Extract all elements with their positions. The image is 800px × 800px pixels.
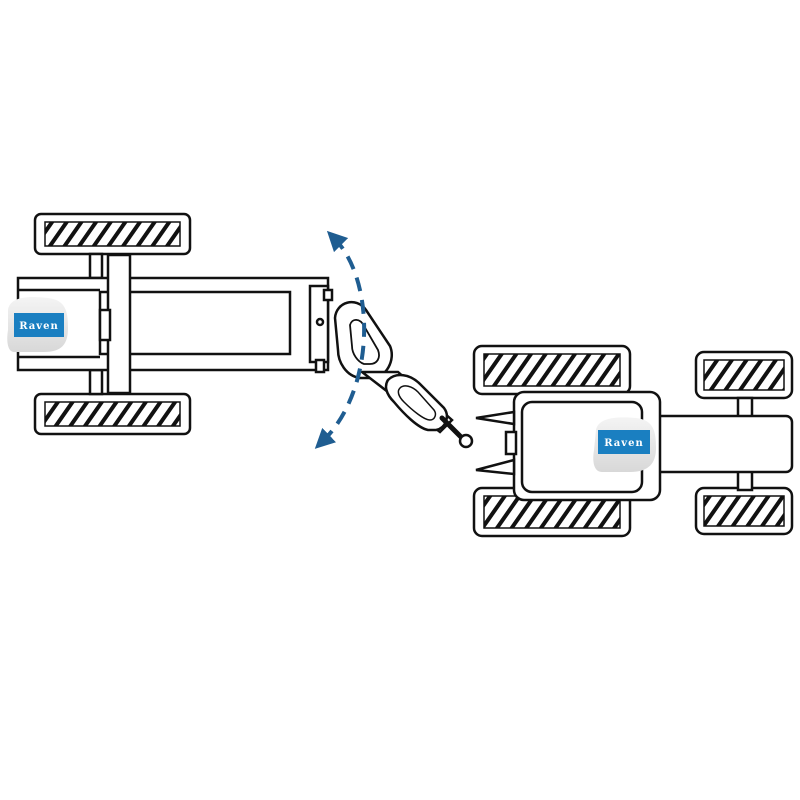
tractor-receiver-badge xyxy=(598,430,650,454)
tractor-hitch-spike-bottom xyxy=(475,458,516,476)
tractor-receiver-brand: Raven xyxy=(604,438,643,449)
implement-wheel-top xyxy=(33,212,192,256)
implement-receiver-brand: Raven xyxy=(19,321,58,332)
tractor-rear-wheel-top xyxy=(472,344,632,396)
implement-receiver-badge xyxy=(14,313,64,337)
curved-double-arrow-icon xyxy=(314,230,367,449)
implement-hub-top xyxy=(88,252,104,280)
tractor: Raven xyxy=(472,344,794,538)
tractor-front-wheel-bottom xyxy=(694,486,794,536)
tractor-front-wheel-top xyxy=(694,350,794,400)
implement: Raven xyxy=(7,212,474,449)
implement-wheel-bottom xyxy=(33,392,192,436)
implement-gps-receiver: Raven xyxy=(7,297,68,352)
implement-hitch-arm xyxy=(315,300,474,449)
tractor-hood xyxy=(638,414,794,474)
tractor-gps-receiver: Raven xyxy=(593,417,656,472)
implement-hub-bottom xyxy=(88,368,104,396)
tractor-hitch-spike-top xyxy=(475,410,516,426)
